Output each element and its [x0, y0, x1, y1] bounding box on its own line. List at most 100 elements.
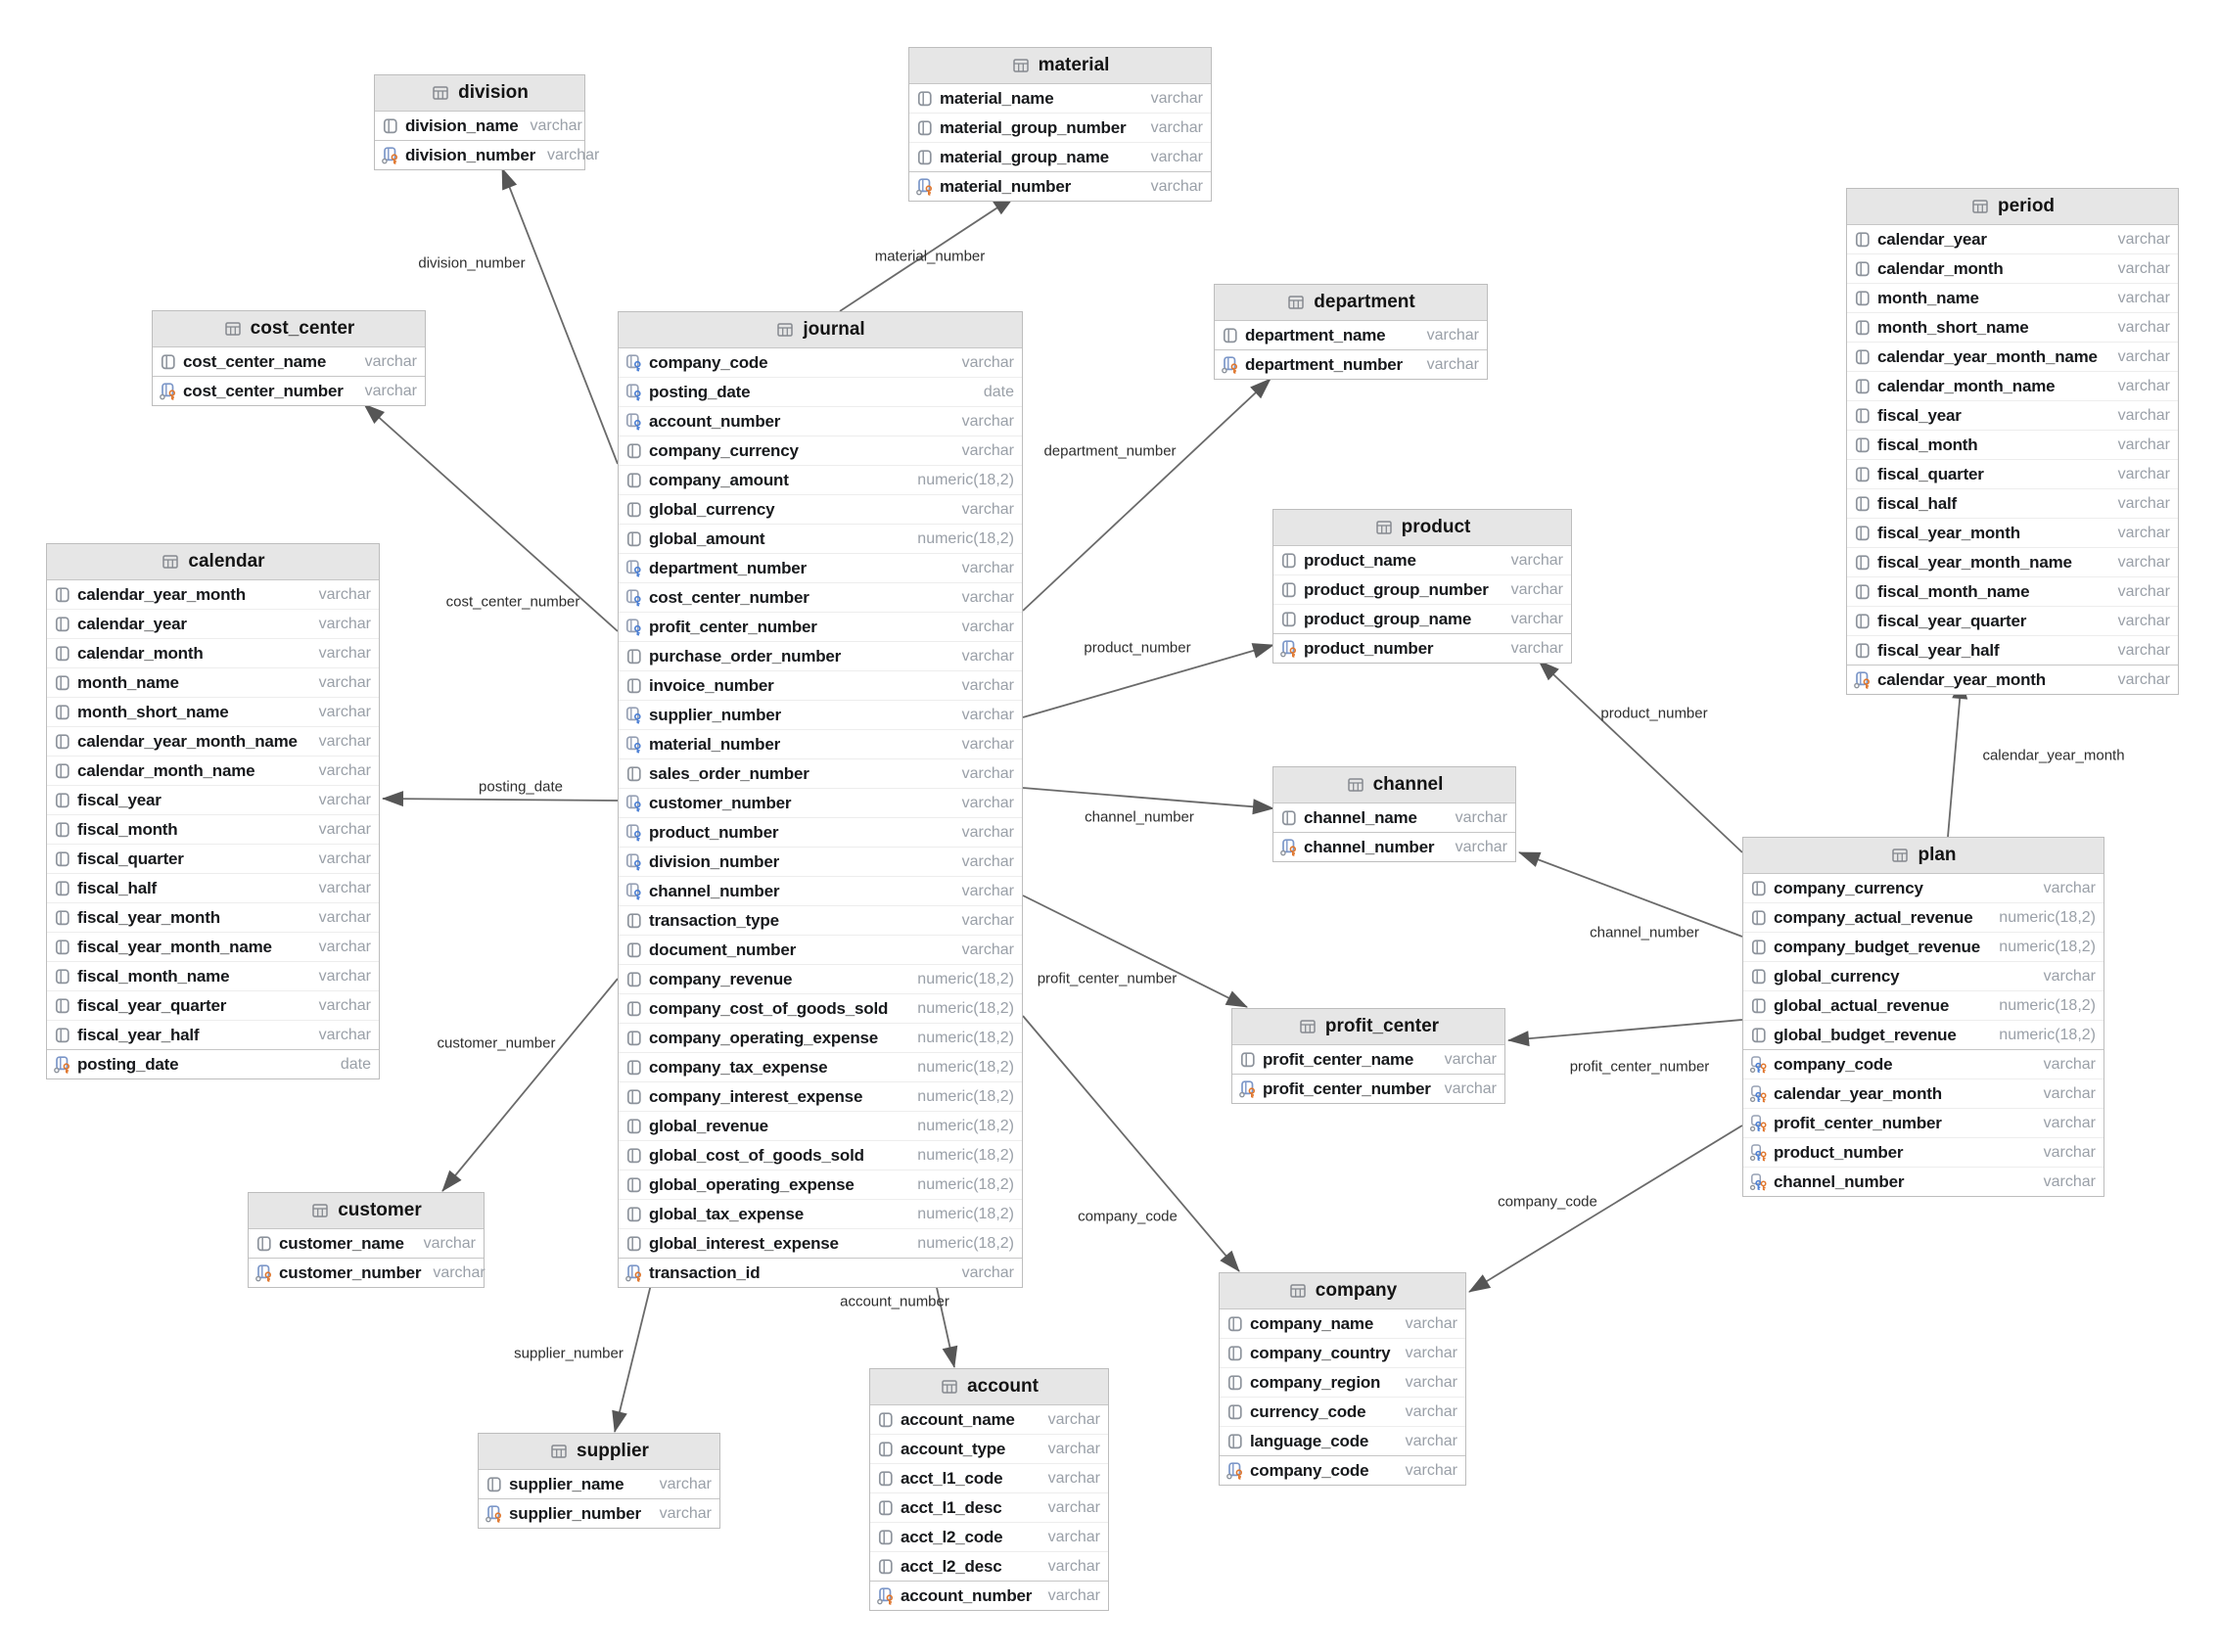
primary-key-column-icon: [876, 1586, 893, 1605]
column-type: varchar: [2117, 612, 2170, 629]
column-type: numeric(18,2): [1999, 908, 2096, 926]
table-header-journal[interactable]: journal: [619, 312, 1022, 348]
column-icon: [917, 90, 932, 106]
primary-key-column-icon: [1221, 355, 1237, 374]
column-type: varchar: [1510, 610, 1563, 627]
column-name: material_group_number: [940, 117, 1127, 137]
table-header-period[interactable]: period: [1847, 189, 2178, 225]
column-name: invoice_number: [649, 675, 774, 695]
table-header-customer[interactable]: customer: [249, 1193, 484, 1229]
table-header-calendar[interactable]: calendar: [47, 544, 379, 580]
table-header-division[interactable]: division: [375, 75, 584, 112]
table-header-cost_center[interactable]: cost_center: [153, 311, 425, 347]
table-header-material[interactable]: material: [909, 48, 1211, 84]
column-type: varchar: [961, 823, 1014, 841]
table-icon: [224, 322, 241, 336]
column-name: account_name: [901, 1409, 1015, 1429]
relation-label-journal-product: product_number: [1084, 639, 1191, 657]
table-header-channel[interactable]: channel: [1273, 767, 1515, 803]
column-type: numeric(18,2): [917, 471, 1014, 488]
column-type: varchar: [1047, 1586, 1100, 1604]
relation-label-journal-profit_center: profit_center_number: [1037, 970, 1178, 987]
column-icon-wrap: [1749, 1114, 1768, 1132]
table-header-department[interactable]: department: [1215, 285, 1487, 321]
foreign-key-column-icon: [625, 823, 641, 841]
table-title: channel: [1372, 774, 1444, 795]
table-header-account[interactable]: account: [870, 1369, 1108, 1405]
column-icon: [55, 616, 69, 631]
column-name: company_code: [1250, 1460, 1369, 1480]
table-icon: [1300, 1020, 1316, 1033]
column-icon: [878, 1441, 893, 1456]
column-name: company_country: [1250, 1343, 1391, 1362]
column-icon: [1751, 909, 1766, 925]
column-icon: [626, 1059, 641, 1075]
table-header-company[interactable]: company: [1220, 1273, 1465, 1309]
column-icon-wrap: [1853, 436, 1872, 454]
table-icon: [1972, 200, 1988, 213]
table-title: cost_center: [250, 318, 355, 339]
column-type: varchar: [659, 1504, 712, 1522]
column-name: product_group_number: [1304, 579, 1489, 599]
column-icon-wrap: [624, 588, 643, 607]
column-type: varchar: [318, 938, 371, 955]
column-type: varchar: [2117, 406, 2170, 424]
column-name: supplier_name: [509, 1474, 624, 1493]
column-name: fiscal_year_month: [1877, 523, 2020, 542]
column-type: varchar: [1047, 1498, 1100, 1516]
table-header-plan[interactable]: plan: [1743, 838, 2103, 874]
column-icon: [55, 704, 69, 719]
column-type: varchar: [961, 735, 1014, 753]
column-icon: [55, 792, 69, 807]
column-icon-wrap: [53, 821, 71, 839]
column-icon: [55, 586, 69, 602]
column-name: posting_date: [649, 382, 751, 401]
table-header-supplier[interactable]: supplier: [479, 1434, 719, 1470]
column-type: varchar: [1405, 1402, 1457, 1420]
column-icon-wrap: [1853, 319, 1872, 337]
column-name: fiscal_year: [1877, 405, 1962, 425]
column-type: varchar: [961, 647, 1014, 665]
column-name: language_code: [1250, 1431, 1369, 1450]
table-header-product[interactable]: product: [1273, 510, 1571, 546]
column-name: account_number: [649, 411, 781, 431]
column-name: fiscal_year_month_name: [77, 937, 272, 956]
column-icon-wrap: [915, 149, 934, 166]
column-name: fiscal_month_name: [1877, 581, 2030, 601]
relation-label-journal-material: material_number: [874, 248, 986, 265]
column-icon: [878, 1499, 893, 1515]
table-header-profit_center[interactable]: profit_center: [1232, 1009, 1504, 1045]
column-type: varchar: [961, 676, 1014, 694]
column-name: calendar_year: [77, 614, 187, 633]
